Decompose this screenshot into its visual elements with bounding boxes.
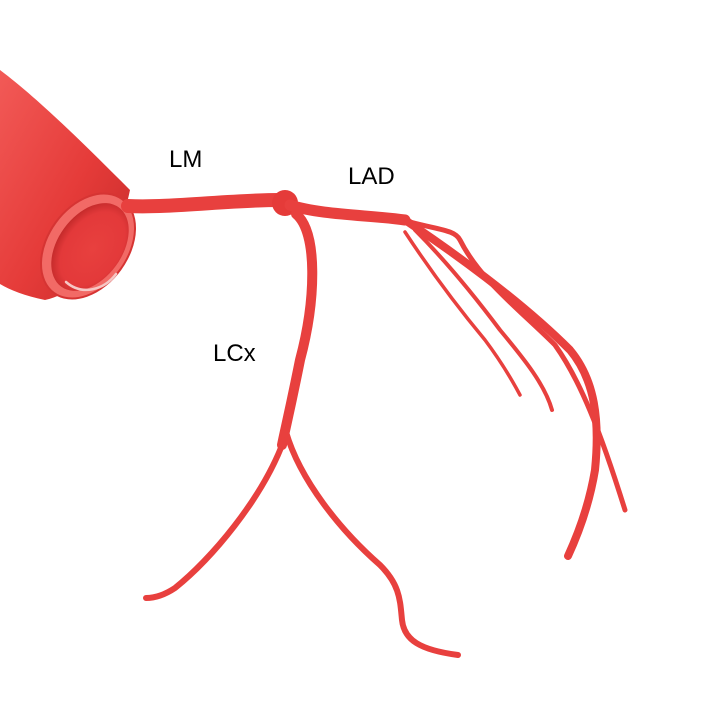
label-lcx: LCx bbox=[213, 340, 256, 367]
lad-artery bbox=[284, 199, 628, 560]
label-lad: LAD bbox=[348, 163, 395, 190]
left-main-artery bbox=[121, 193, 287, 214]
label-lm: LM bbox=[169, 146, 203, 173]
aorta bbox=[0, 70, 137, 300]
lcx-artery bbox=[143, 209, 461, 658]
